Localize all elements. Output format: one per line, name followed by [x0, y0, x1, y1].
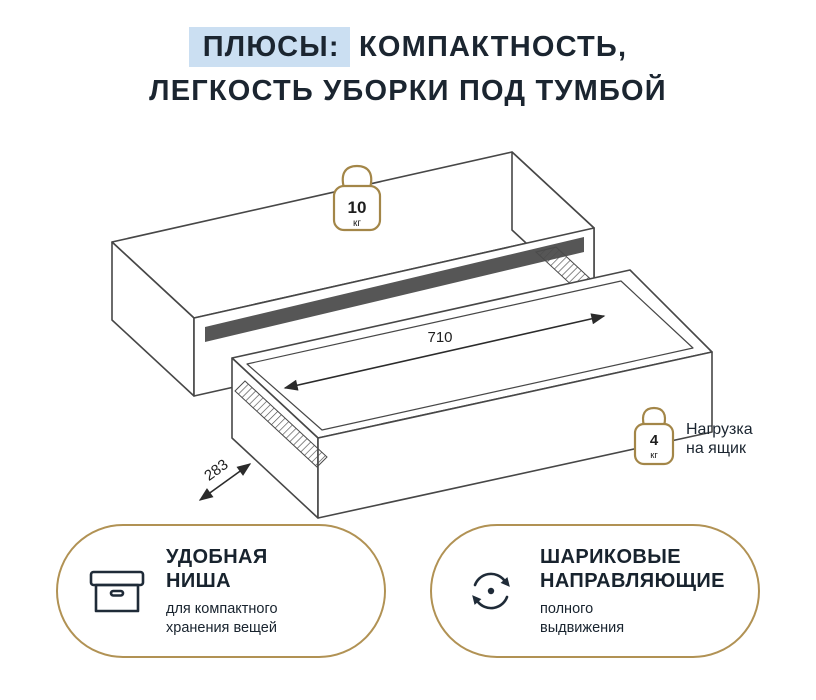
- drawer-load-value: 4: [650, 432, 659, 449]
- weight-body-small: [633, 422, 675, 466]
- feature-subtitle: для компактного хранения вещей: [166, 600, 278, 638]
- weight-body: [332, 184, 382, 232]
- storage-box-icon: [89, 570, 145, 613]
- feature-text-niche: УДОБНАЯ НИША для компактного хранения ве…: [166, 545, 278, 638]
- weight-handle-small: [641, 406, 667, 427]
- feature-subtitle: полного выдвижения: [540, 600, 725, 638]
- feature-title-line2: НАПРАВЛЯЮЩИЕ: [540, 569, 725, 592]
- feature-subtitle-line2: выдвижения: [540, 619, 625, 636]
- drawer-load-unit: кг: [650, 450, 658, 461]
- feature-card-niche: УДОБНАЯ НИША для компактного хранения ве…: [56, 524, 386, 658]
- feature-cards: УДОБНАЯ НИША для компактного хранения ве…: [0, 524, 816, 658]
- width-dimension-label: 710: [427, 329, 452, 346]
- feature-title: УДОБНАЯ НИША: [166, 545, 278, 593]
- weight-handle: [341, 164, 373, 189]
- feature-title: ШАРИКОВЫЕ НАПРАВЛЯЮЩИЕ: [540, 545, 725, 593]
- max-load-value: 10: [348, 198, 367, 217]
- max-load-weight-icon: [332, 164, 382, 232]
- depth-dimension: 283: [198, 456, 252, 501]
- telescopic-rail-outer: [234, 380, 328, 468]
- feature-card-slides: ШАРИКОВЫЕ НАПРАВЛЯЮЩИЕ полного выдвижени…: [430, 524, 760, 658]
- width-dimension: 710: [283, 313, 606, 391]
- drawer-load-caption-2: на ящик: [686, 440, 747, 457]
- feature-title-line1: УДОБНАЯ: [166, 545, 268, 568]
- feature-subtitle-line1: полного: [540, 600, 594, 617]
- cabinet-drawing: 710 283 10 кг 4 кг Нагрузка на ящик: [111, 151, 753, 519]
- title-line-1: ПЛЮСЫ: КОМПАКТНОСТЬ,: [0, 26, 816, 70]
- title-line1-rest: КОМПАКТНОСТЬ,: [358, 31, 628, 63]
- drawer-load-caption-1: Нагрузка: [686, 421, 753, 438]
- title-line-2: ЛЕГКОСТЬ УБОРКИ ПОД ТУМБОЙ: [149, 74, 667, 107]
- feature-title-line1: ШАРИКОВЫЕ: [540, 545, 681, 568]
- max-load-unit: кг: [353, 218, 361, 229]
- width-dimension-arrow: [283, 313, 606, 391]
- rotation-arrows-icon: [472, 572, 510, 610]
- title-highlight: ПЛЮСЫ:: [188, 27, 350, 67]
- feature-text-slides: ШАРИКОВЫЕ НАПРАВЛЯЮЩИЕ полного выдвижени…: [540, 545, 725, 638]
- feature-title-line2: НИША: [166, 569, 231, 592]
- feature-subtitle-line2: хранения вещей: [166, 619, 277, 636]
- depth-dimension-arrow: [198, 463, 252, 501]
- drawer-load-weight-icon: [633, 406, 675, 466]
- page-title: ПЛЮСЫ: КОМПАКТНОСТЬ, ЛЕГКОСТЬ УБОРКИ ПОД…: [0, 26, 816, 113]
- feature-subtitle-line1: для компактного: [166, 600, 278, 617]
- cabinet-diagram: 710 283 10 кг 4 кг Нагрузка на ящик: [0, 130, 816, 520]
